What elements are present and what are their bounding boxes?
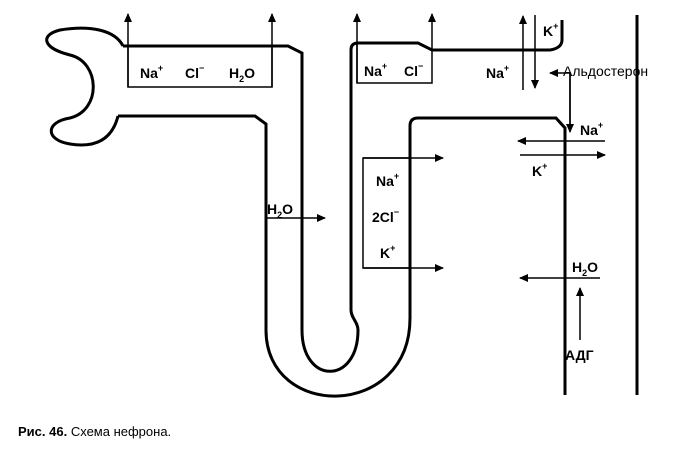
ascending-limb-right-wall — [408, 116, 567, 395]
figure-number: Рис. 46. — [18, 424, 68, 439]
figure-caption: Рис. 46. Схема нефрона. — [18, 424, 171, 439]
svg-text:H2O: H2O — [572, 259, 598, 278]
svg-text:Cl−: Cl− — [185, 63, 204, 81]
proximal-tubule-outer-wall — [123, 44, 304, 330]
bowman-capsule — [45, 26, 125, 147]
ascending-limb-left-wall — [349, 20, 564, 310]
loop-of-henle-outer — [264, 317, 412, 398]
svg-text:АДГ: АДГ — [565, 347, 594, 363]
svg-text:Cl−: Cl− — [404, 61, 423, 79]
svg-text:H2O: H2O — [267, 201, 293, 220]
svg-text:Na+: Na+ — [364, 61, 387, 79]
svg-text:K+: K+ — [532, 161, 547, 179]
svg-text:K+: K+ — [543, 21, 558, 39]
svg-text:K+: K+ — [380, 243, 395, 261]
svg-text:Na+: Na+ — [486, 63, 509, 81]
proximal-tubule-inner-wall — [118, 114, 268, 330]
aldosterone-arrow-icon — [549, 69, 571, 128]
svg-text:H2O: H2O — [229, 65, 255, 84]
svg-text:Na+: Na+ — [580, 120, 603, 138]
svg-text:Na+: Na+ — [376, 171, 399, 189]
loop-of-henle-inner — [300, 309, 360, 373]
svg-text:Na+: Na+ — [140, 63, 163, 81]
svg-text:2Cl−: 2Cl− — [372, 207, 399, 225]
figure-caption-text: Схема нефрона. — [70, 424, 172, 439]
svg-text:Альдостерон: Альдостерон — [563, 63, 648, 79]
